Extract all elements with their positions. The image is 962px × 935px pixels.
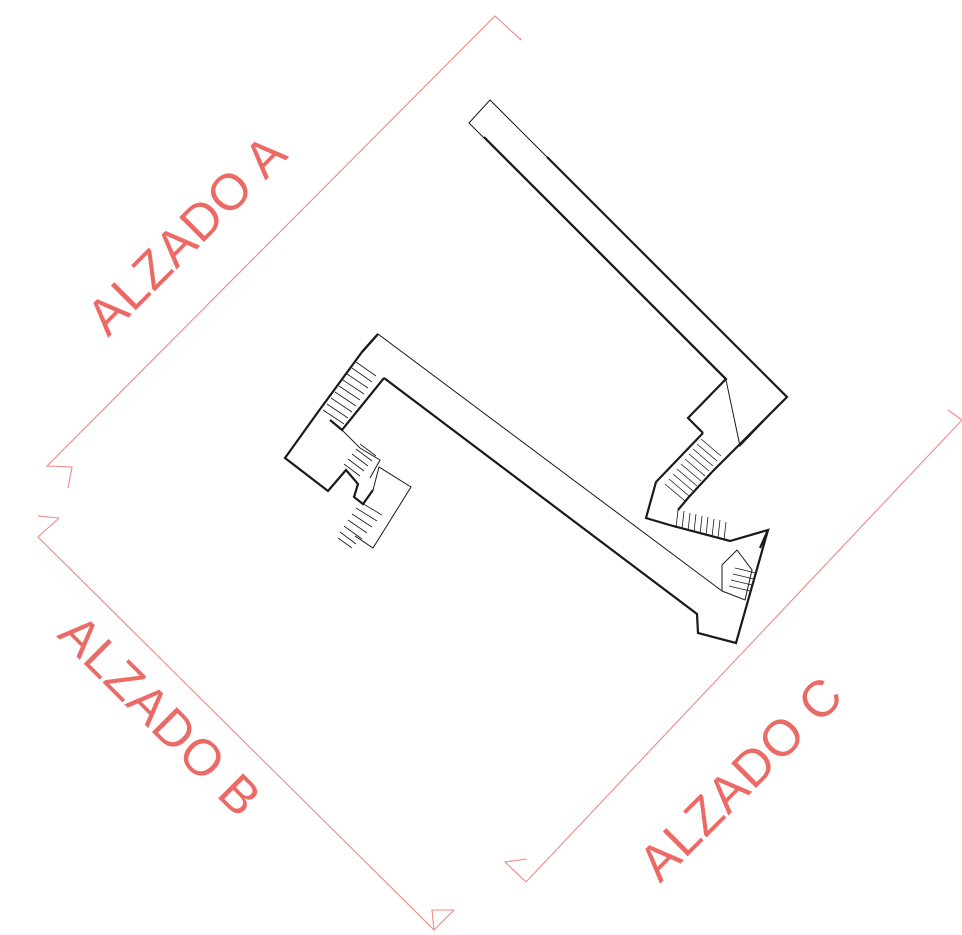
elevation-marker-c: ALZADO C — [503, 409, 962, 892]
lower-wing-top-edge — [377, 333, 723, 592]
stair-treads-west-middle — [343, 443, 377, 477]
west-wing-room — [354, 466, 412, 549]
stair-treads-west-lower — [337, 501, 383, 549]
elevation-c-line — [503, 409, 962, 883]
floor-plan — [283, 99, 789, 645]
west-wing-wall-1 — [283, 333, 379, 506]
lower-wing-end-box — [721, 549, 753, 601]
stair-treads-central-horizontal — [675, 509, 727, 541]
stair-treads-central-diagonal — [664, 438, 722, 502]
elevation-marker-b: ALZADO B — [37, 515, 455, 931]
elevation-b-tick-top — [37, 515, 60, 519]
upper-wing-inner-wall — [483, 136, 728, 434]
stair-treads-west-upper — [322, 361, 377, 425]
west-wing-stair-box — [341, 429, 381, 479]
central-stair-inner — [677, 471, 713, 511]
elevation-a-label: ALZADO A — [75, 123, 297, 345]
elevation-b-line — [37, 517, 455, 931]
elevation-marker-a: ALZADO A — [45, 15, 522, 489]
upper-wing-outline — [468, 99, 788, 448]
upper-wing-outer-wall — [546, 156, 789, 473]
elevation-c-label: ALZADO C — [627, 665, 853, 891]
lower-wing-inner-wall — [383, 377, 770, 645]
elevation-b-tick-bottom — [431, 909, 454, 931]
central-stair-walls — [644, 432, 770, 549]
elevation-b-label: ALZADO B — [48, 603, 272, 827]
stair-treads-east — [728, 567, 757, 592]
elevation-a-line — [45, 15, 522, 489]
